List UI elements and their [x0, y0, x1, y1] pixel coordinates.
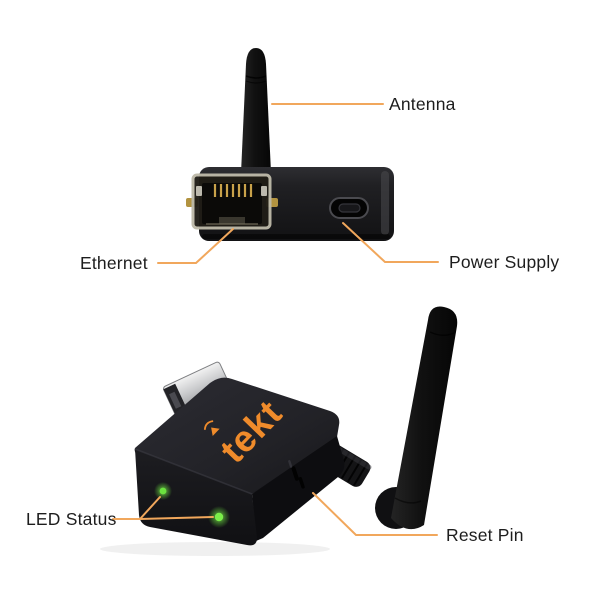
power-supply-label: Power Supply	[449, 252, 560, 272]
led-2	[214, 512, 224, 522]
ethernet-label: Ethernet	[80, 253, 148, 273]
led-status-callout-line-2	[139, 516, 214, 520]
device-rear-view	[186, 48, 394, 241]
device-perspective-view: tekt	[100, 306, 458, 556]
reset-pin-hole	[288, 460, 305, 489]
power-port	[329, 197, 369, 219]
status-leds	[154, 482, 230, 528]
ethernet-callout-line	[157, 228, 234, 264]
antenna-label: Antenna	[389, 94, 456, 114]
led-1	[159, 487, 167, 495]
reset-pin-callout-line	[312, 492, 438, 536]
brand-logo-wifi-icon	[203, 420, 220, 436]
reset-pin-label: Reset Pin	[446, 525, 524, 545]
callout-lines	[112, 103, 439, 536]
rear-antenna	[241, 48, 271, 173]
led-status-label: LED Status	[26, 509, 117, 529]
body-top-face	[134, 377, 340, 497]
body-right-face	[252, 436, 345, 541]
power-supply-callout-line	[342, 222, 439, 263]
ethernet-port	[186, 173, 278, 230]
